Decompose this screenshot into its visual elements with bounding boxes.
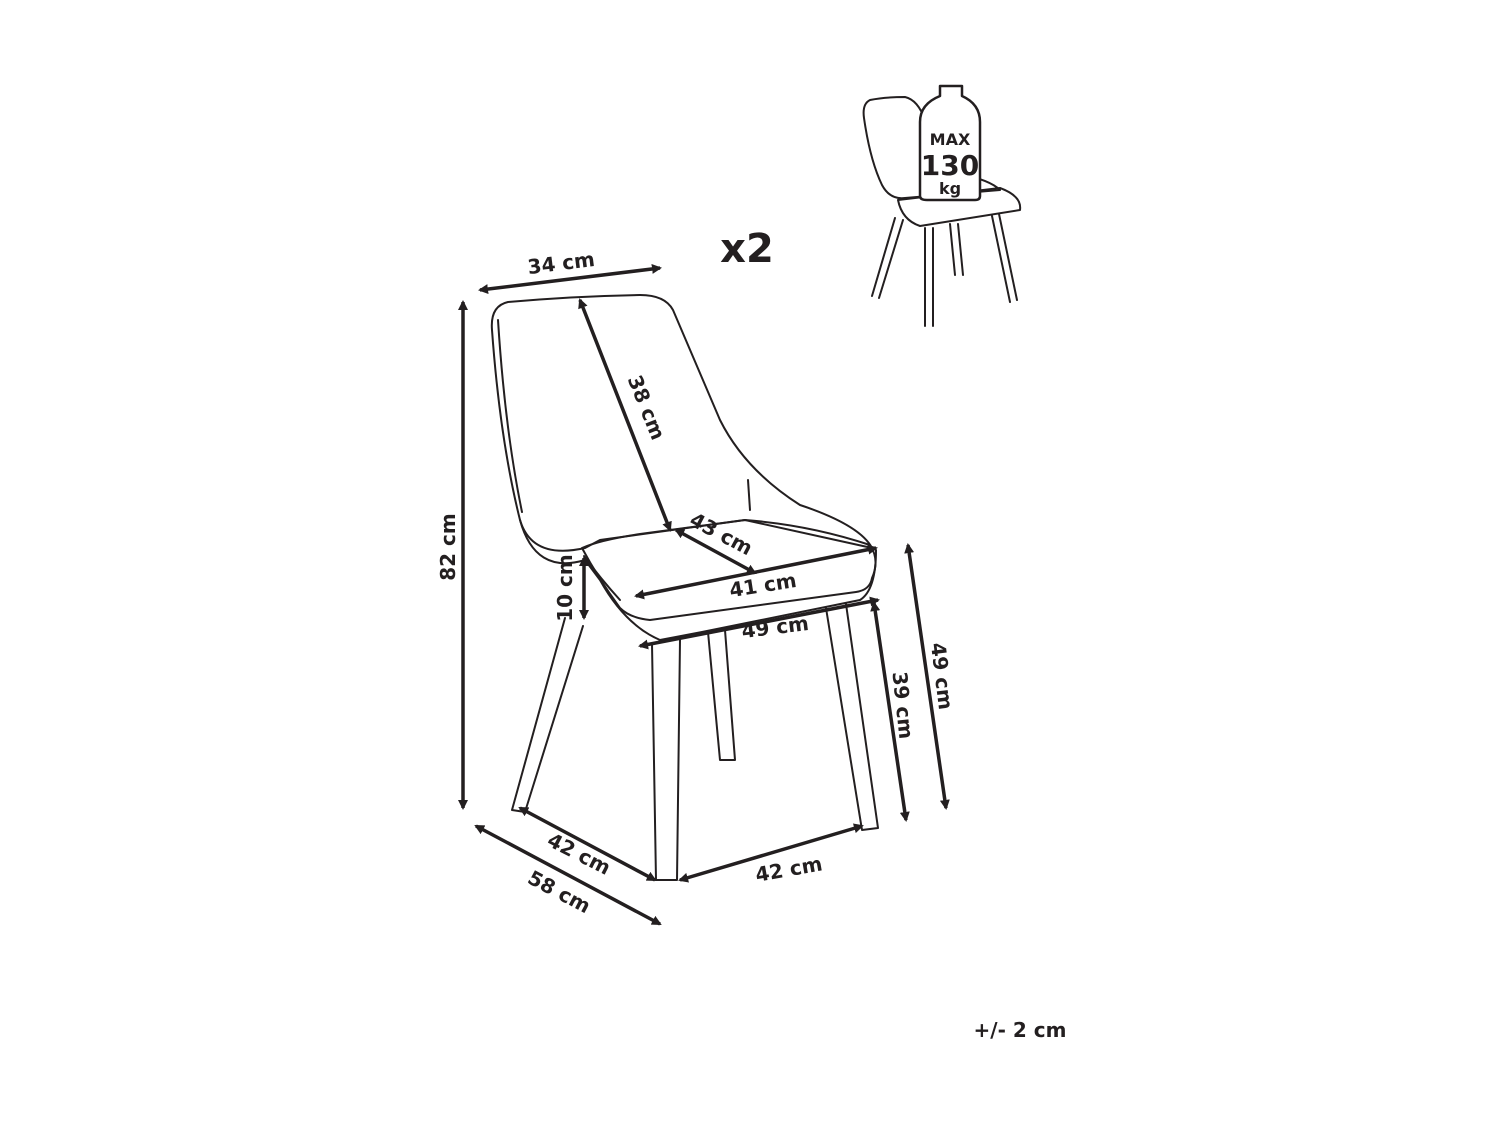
label-backrest-height: 38 cm: [623, 372, 671, 444]
max-load-unit: kg: [939, 179, 961, 198]
weight-icon: [918, 84, 982, 202]
chair-leg-front-right: [825, 603, 879, 831]
dim-arrow-overall-depth: [474, 824, 662, 926]
small-chair-legs: [871, 213, 1018, 327]
label-backrest-width: 34 cm: [526, 247, 596, 279]
chair-seat-edge: [583, 555, 621, 601]
dim-arrow-backrest-height: [578, 298, 672, 532]
dimension-arrows: [458, 264, 950, 926]
small-chair-back: [862, 96, 1001, 200]
label-base-depth: 42 cm: [544, 828, 615, 880]
label-seat-thickness: 10 cm: [553, 554, 577, 622]
small-chair-seat: [897, 187, 1022, 227]
label-seat-depth: 43 cm: [686, 507, 757, 560]
chair-leg-front-left: [651, 639, 681, 881]
label-overall-depth: 58 cm: [524, 865, 595, 918]
chair-leg-back-right: [707, 629, 736, 761]
dim-arrow-base-width: [678, 823, 864, 883]
dim-arrow-seat-width: [634, 544, 878, 600]
label-overall-height: 82 cm: [436, 513, 460, 581]
chair-leg-back-left: [511, 617, 584, 813]
chair-back-side-panel: [747, 479, 751, 511]
max-load-value: 130: [921, 149, 979, 182]
dim-arrow-leg-height: [870, 601, 910, 822]
label-overall-width: 49 cm: [740, 611, 810, 643]
tolerance-note: +/- 2 cm: [974, 1018, 1067, 1042]
chair-backrest-inner: [497, 319, 523, 513]
dim-arrow-overall-width: [638, 596, 880, 650]
dim-arrow-seat-height: [904, 543, 950, 810]
chair-backrest: [490, 294, 873, 552]
max-load-icon: MAX 130 kg: [862, 84, 1022, 327]
dim-arrow-backrest-width: [478, 264, 662, 294]
quantity-label: x2: [720, 226, 774, 272]
label-seat-width: 41 cm: [728, 568, 798, 602]
max-load-label: MAX: [930, 130, 971, 149]
